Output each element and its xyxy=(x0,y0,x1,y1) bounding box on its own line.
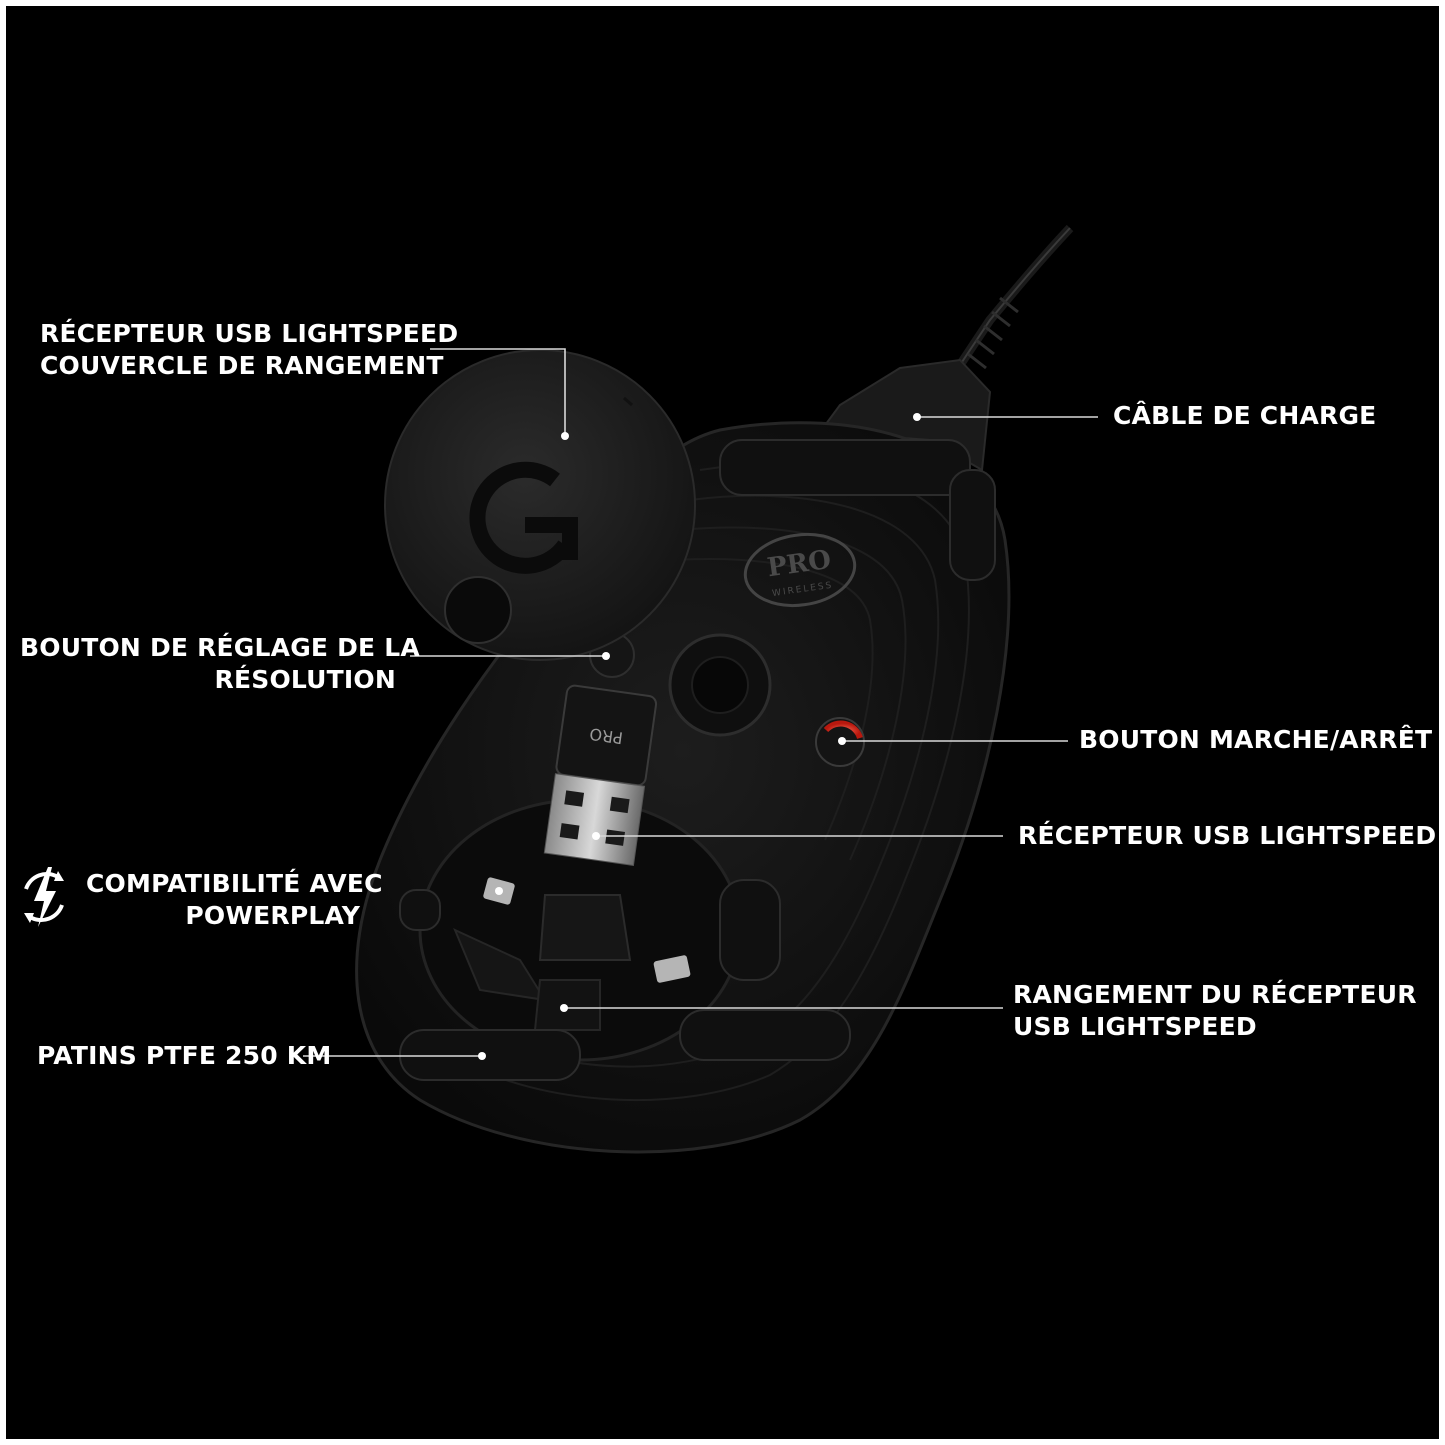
callout-storage-cover: RÉCEPTEUR USB LIGHTSPEED COUVERCLE DE RA… xyxy=(40,318,459,382)
storage-cover xyxy=(384,349,696,661)
callout-dpi-button-line1: BOUTON DE RÉGLAGE DE LA xyxy=(20,633,420,662)
callout-ptfe-feet: PATINS PTFE 250 KM xyxy=(37,1041,332,1070)
callout-receiver-storage-line1: RANGEMENT DU RÉCEPTEUR xyxy=(1013,980,1417,1009)
callout-powerplay-line2: POWERPLAY xyxy=(185,901,360,930)
callout-receiver-storage-line2: USB LIGHTSPEED xyxy=(1013,1012,1257,1041)
powerplay-lightning-icon xyxy=(24,867,64,927)
callout-dpi-button: BOUTON DE RÉGLAGE DE LA RÉSOLUTION xyxy=(20,632,420,696)
callout-usb-receiver: RÉCEPTEUR USB LIGHTSPEED xyxy=(1018,821,1437,850)
callout-power-button: BOUTON MARCHE/ARRÊT xyxy=(1079,725,1433,754)
callout-storage-cover-line2: COUVERCLE DE RANGEMENT xyxy=(40,351,444,380)
dongle-pro-text: PRO xyxy=(588,724,624,747)
callout-powerplay: COMPATIBILITÉ AVEC POWERPLAY xyxy=(86,868,383,932)
callout-dpi-button-line2: RÉSOLUTION xyxy=(214,665,396,694)
leader-storage-cover xyxy=(430,348,566,436)
callout-receiver-storage: RANGEMENT DU RÉCEPTEUR USB LIGHTSPEED xyxy=(1013,979,1417,1043)
callout-powerplay-line1: COMPATIBILITÉ AVEC xyxy=(86,869,383,898)
logitech-g-logo xyxy=(469,461,578,574)
callout-charging-cable: CÂBLE DE CHARGE xyxy=(1113,401,1377,430)
leader-dots xyxy=(478,413,921,1060)
usb-dongle: PRO xyxy=(543,684,658,867)
leader-lines xyxy=(303,348,1098,1057)
callout-storage-cover-line1: RÉCEPTEUR USB LIGHTSPEED xyxy=(40,319,459,348)
